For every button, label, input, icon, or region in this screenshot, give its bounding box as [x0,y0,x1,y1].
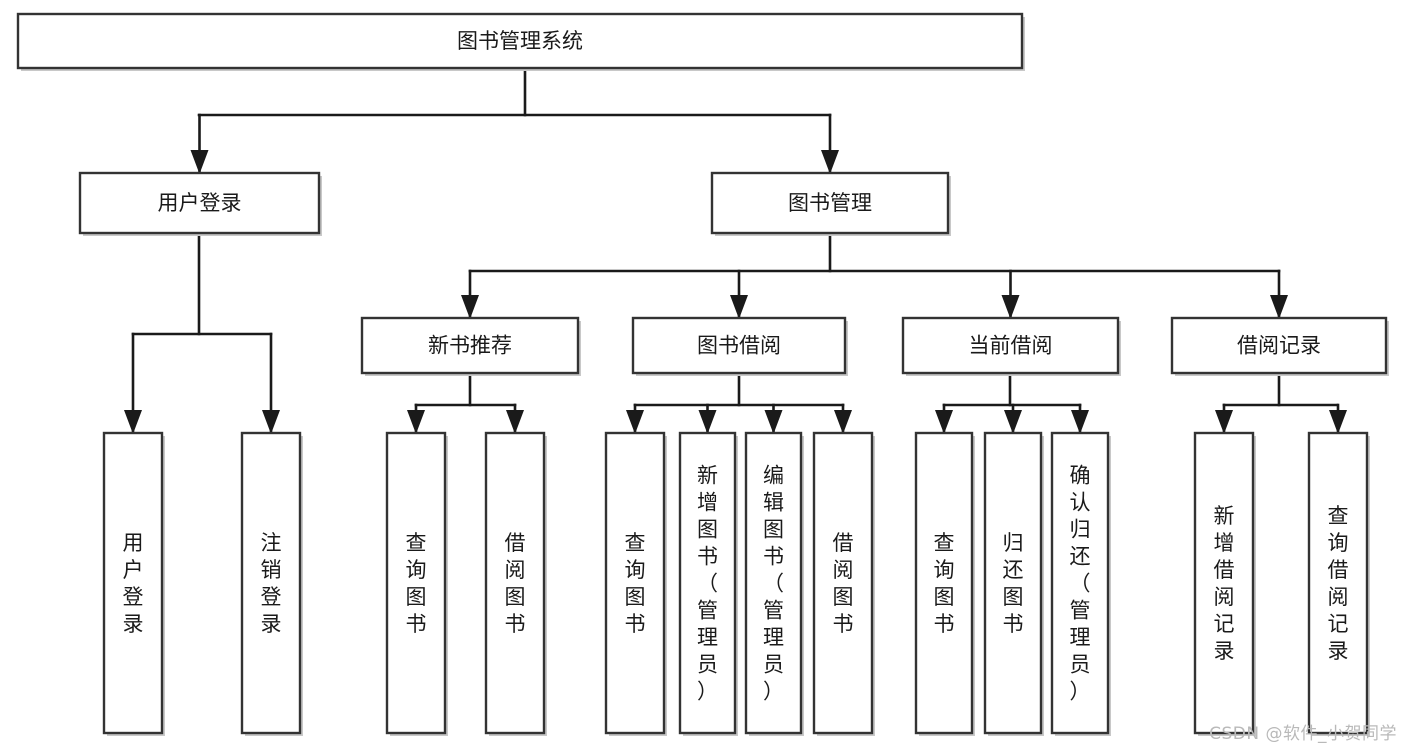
node-label: 查询图书 [406,531,427,636]
node-n-user-login[interactable]: 用户登录 [78,171,322,236]
edge-to-leaf_bb_query [626,403,644,435]
node-label: 新增图书（管理员） [697,464,718,704]
edge-to-leaf_br_query [1329,403,1347,435]
node-leaf-bb-add[interactable]: 新增图书（管理员） [678,431,738,736]
node-label: 归还图书 [1003,531,1024,636]
node-label: 借阅图书 [833,531,854,636]
watermark-text: CSDN @软件_小贺同学 [1209,724,1397,744]
node-leaf-bb-edit[interactable]: 编辑图书（管理员） [744,431,804,736]
node-label: 当前借阅 [969,334,1053,358]
connector-user-login-bus [131,231,273,336]
node-leaf-bb-borrow[interactable]: 借阅图书 [812,431,875,736]
nodes-layer: 图书管理系统用户登录图书管理新书推荐图书借阅当前借阅借阅记录用户登录注销登录查询… [16,12,1389,736]
connector-book-mgmt-bus [468,231,1281,273]
node-label: 查询借阅记录 [1328,504,1349,663]
connector-root-bus [197,66,832,117]
node-label: 查询图书 [625,531,646,636]
node-leaf-cb-confirm[interactable]: 确认归还（管理员） [1050,431,1111,736]
edge-to-leaf_cb_return [1004,403,1022,435]
node-leaf-br-add[interactable]: 新增借阅记录 [1193,431,1256,736]
node-leaf-nb-borrow[interactable]: 借阅图书 [484,431,547,736]
edge-to-leaf_bb_add [698,403,717,435]
node-label: 用户登录 [123,531,144,636]
edge-to-n_borrow_record [1270,269,1288,320]
connector-book-borrow-bus [633,371,845,407]
node-label: 借阅图书 [505,531,526,636]
edge-to-leaf_user_login [124,332,142,435]
node-label: 借阅记录 [1237,334,1321,358]
node-label: 图书管理系统 [457,29,583,53]
edge-to-leaf_bb_borrow [834,403,852,435]
edge-to-n_new_book_rec [461,269,479,320]
node-leaf-user-login[interactable]: 用户登录 [102,431,165,736]
node-leaf-user-logout[interactable]: 注销登录 [240,431,303,736]
edge-to-n_book_mgmt [821,113,839,175]
node-label: 图书管理 [788,191,872,215]
node-label: 新增借阅记录 [1214,504,1235,663]
edge-to-leaf_bb_edit [764,403,783,435]
node-label: 编辑图书（管理员） [763,464,784,704]
connector-current-borrow-bus [942,371,1082,407]
node-leaf-bb-query[interactable]: 查询图书 [604,431,667,736]
node-label: 图书借阅 [697,334,781,358]
node-n-borrow-record[interactable]: 借阅记录 [1170,316,1389,376]
node-label: 确认归还（管理员） [1070,464,1091,704]
connectors-layer [124,66,1347,435]
node-root[interactable]: 图书管理系统 [16,12,1025,71]
node-leaf-nb-query[interactable]: 查询图书 [385,431,448,736]
node-leaf-cb-query[interactable]: 查询图书 [914,431,975,736]
edge-to-leaf_nb_query [407,403,425,435]
node-label: 注销登录 [261,531,282,636]
edge-to-n_book_borrow [730,269,748,320]
node-n-book-borrow[interactable]: 图书借阅 [631,316,848,376]
node-label: 新书推荐 [428,334,512,358]
edge-to-leaf_cb_confirm [1071,403,1089,435]
edge-to-leaf_nb_borrow [506,403,524,435]
edge-to-n_current_borrow [1001,269,1020,320]
edge-to-leaf_user_logout [262,332,280,435]
node-leaf-cb-return[interactable]: 归还图书 [983,431,1044,736]
edge-to-leaf_br_add [1215,403,1233,435]
connector-borrow-record-bus [1222,371,1339,407]
node-n-current-borrow[interactable]: 当前借阅 [901,316,1121,376]
node-leaf-br-query[interactable]: 查询借阅记录 [1307,431,1370,736]
node-label: 用户登录 [158,191,242,215]
connector-new-book-bus [414,371,517,407]
node-n-book-mgmt[interactable]: 图书管理 [710,171,951,236]
node-label: 查询图书 [934,531,955,636]
node-n-new-book-rec[interactable]: 新书推荐 [360,316,581,376]
edge-to-leaf_cb_query [935,403,953,435]
edge-to-n_user_login [190,113,209,175]
